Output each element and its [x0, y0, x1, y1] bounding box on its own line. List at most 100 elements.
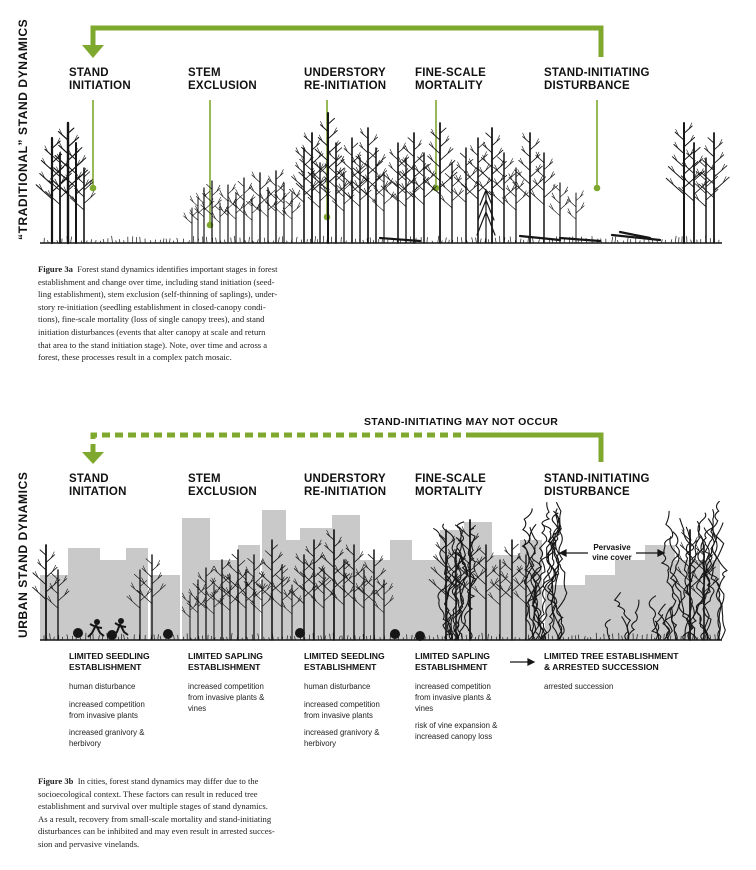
- tree-silhouette-icon: [307, 112, 345, 244]
- shrub: [107, 630, 117, 640]
- vine-strand: [695, 527, 714, 641]
- vine-strand: [679, 518, 697, 641]
- grass-blade: [66, 634, 69, 641]
- tree-silhouette-icon: [678, 142, 710, 244]
- tree-silhouette-icon: [136, 554, 166, 641]
- building-block: [545, 585, 585, 640]
- grass-blade: [437, 235, 440, 244]
- grass-blade: [475, 237, 477, 244]
- tree-silhouette-icon: [181, 592, 198, 641]
- tree-silhouette-icon: [310, 569, 335, 641]
- vine-strand: [542, 512, 560, 641]
- tree-silhouette-icon: [280, 584, 302, 641]
- grass-blade: [70, 236, 72, 244]
- vine-strand: [699, 536, 725, 641]
- grass-blade: [445, 237, 447, 244]
- tree-silhouette-icon: [398, 132, 430, 244]
- grass-blade: [663, 633, 665, 641]
- tree-silhouette-icon: [250, 579, 274, 641]
- grass-blade: [369, 237, 372, 244]
- tree-silhouette-icon: [281, 190, 301, 244]
- top-cycle-arrow: [90, 25, 604, 57]
- tree-silhouette-icon: [235, 568, 257, 641]
- tree-silhouette-icon: [331, 559, 355, 641]
- grass-blade: [49, 633, 51, 641]
- grass-blade: [346, 635, 349, 641]
- building-block: [645, 545, 675, 640]
- tree-silhouette-icon: [218, 573, 240, 641]
- grass-blade: [106, 633, 108, 641]
- fallen-log: [618, 230, 652, 240]
- fallen-log: [518, 234, 562, 242]
- tree-silhouette-icon: [288, 553, 318, 641]
- tree-silhouette-icon: [373, 577, 394, 641]
- tree-silhouette-icon: [60, 142, 92, 244]
- tree-silhouette-icon: [69, 167, 96, 244]
- constraint-note: increased granivory &herbivory: [304, 728, 380, 748]
- grass-blade: [709, 237, 712, 244]
- conifer-tree: [476, 188, 496, 244]
- stand-initiating-banner: STAND-INITIATING MAY NOT OCCUR: [364, 416, 559, 428]
- vine-strand: [454, 552, 476, 641]
- grass-blade: [471, 237, 474, 244]
- tree-silhouette-icon: [548, 182, 570, 244]
- caption-title: Figure 3b: [38, 776, 74, 786]
- grass-blade: [176, 237, 179, 244]
- grass-blade: [236, 633, 239, 641]
- tree-silhouette-icon: [212, 202, 228, 244]
- tree-silhouette-icon: [358, 549, 388, 641]
- vine-strand: [685, 526, 698, 641]
- tree-silhouette-icon: [471, 544, 501, 641]
- grass-blade: [234, 235, 236, 244]
- grass-blade: [636, 634, 638, 641]
- vine-strand: [670, 606, 678, 641]
- grass-blade: [291, 238, 293, 244]
- vine-strand: [700, 508, 715, 641]
- grass-blade: [709, 634, 712, 641]
- grass-blade: [705, 235, 707, 244]
- vine-strand: [442, 523, 468, 641]
- tree-silhouette-icon: [461, 137, 493, 244]
- tree-silhouette-icon: [501, 167, 529, 244]
- tree-silhouette-icon: [218, 183, 238, 244]
- grass-blade: [230, 632, 233, 641]
- grass-blade: [257, 633, 260, 641]
- tree-silhouette-icon: [183, 207, 199, 244]
- vine-strand: [460, 527, 477, 641]
- tree-silhouette-icon: [318, 529, 350, 641]
- grass-blade: [193, 235, 195, 244]
- grass-blade: [295, 236, 298, 244]
- grass-blade: [437, 634, 439, 641]
- vine-strand: [613, 591, 632, 641]
- building-block: [464, 522, 492, 640]
- grass-blade: [206, 236, 208, 244]
- tree-silhouette-icon: [189, 195, 205, 244]
- tree-silhouette-icon: [339, 544, 367, 641]
- grass-blade: [503, 237, 506, 244]
- grass-blade: [248, 236, 250, 244]
- building-block: [390, 540, 412, 640]
- tree-silhouette-icon: [528, 151, 558, 244]
- grass-blade: [157, 634, 159, 641]
- vine-strand: [604, 619, 611, 641]
- vine-strand: [664, 607, 673, 641]
- arrow-down-icon: [82, 452, 104, 464]
- tree-silhouette-icon: [422, 122, 458, 244]
- vine-strand: [527, 523, 548, 641]
- tree-silhouette-icon: [241, 554, 268, 641]
- grass-blade: [481, 632, 483, 641]
- grass-blade: [111, 235, 113, 244]
- grass-blade: [494, 237, 497, 244]
- building-block: [68, 548, 100, 640]
- tree-silhouette-icon: [126, 569, 152, 641]
- constraint-title: LIMITED TREE ESTABLISHMENT& ARRESTED SUC…: [544, 651, 679, 672]
- building-block: [126, 548, 148, 640]
- vine-strand: [453, 538, 476, 641]
- vine-strand: [433, 527, 453, 641]
